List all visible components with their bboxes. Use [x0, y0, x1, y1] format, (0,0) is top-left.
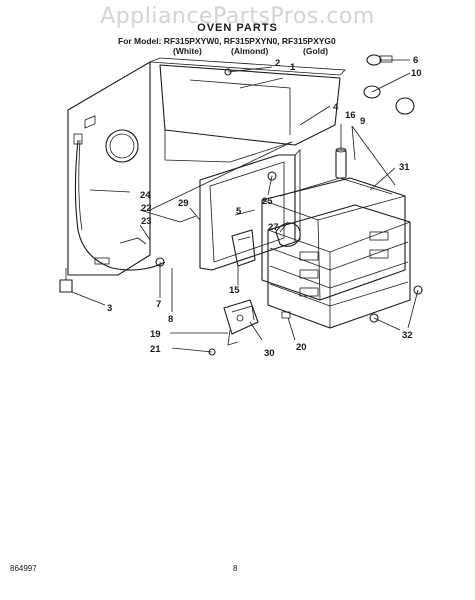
- vent-tube: [335, 147, 347, 179]
- callout-4: 4: [333, 102, 339, 113]
- oven-racks: [267, 204, 411, 329]
- leveling-leg: [59, 268, 73, 293]
- callout-1: 1: [290, 62, 296, 73]
- callout-22: 22: [141, 203, 152, 214]
- document-code: 864997: [10, 564, 37, 573]
- latch-assembly: [223, 299, 259, 346]
- page-title: OVEN PARTS: [197, 22, 278, 34]
- model-color-almond: (Almond): [231, 46, 269, 56]
- callout-7: 7: [156, 299, 161, 310]
- front-frame: [199, 149, 301, 271]
- callout-23: 23: [141, 216, 152, 227]
- model-color-white: (White): [173, 46, 202, 56]
- callout-19: 19: [150, 329, 161, 340]
- model-color-gold: (Gold): [303, 46, 329, 56]
- callout-3: 3: [107, 303, 112, 314]
- callout-21: 21: [150, 344, 161, 355]
- page-number: 8: [233, 564, 238, 573]
- leader-lines: [71, 59, 419, 353]
- callout-25: 25: [262, 196, 273, 207]
- bake-element: [275, 222, 301, 247]
- side-panel: [67, 57, 346, 276]
- callout-24: 24: [140, 190, 151, 201]
- wire-harness: [73, 133, 166, 271]
- callout-15: 15: [229, 285, 240, 296]
- callout-2: 2: [275, 58, 280, 69]
- callout-27: 27: [268, 222, 279, 233]
- callout-32: 32: [402, 330, 413, 341]
- callout-29: 29: [178, 198, 189, 209]
- callout-31: 31: [399, 162, 410, 173]
- top-frame: [159, 64, 341, 163]
- thermostat-knob: [363, 54, 415, 115]
- oven-liner: [261, 177, 406, 301]
- callout-6: 6: [413, 55, 418, 66]
- hinge-bracket: [231, 229, 256, 267]
- callout-numbers: 1 2 3 4 5 6 7 8 9 10 15 16 19 20 21 22 2…: [107, 55, 422, 359]
- callout-8: 8: [168, 314, 173, 325]
- callout-30: 30: [264, 348, 275, 359]
- callout-5: 5: [236, 206, 242, 217]
- model-line: For Model: RF315PXYW0, RF315PXYN0, RF315…: [118, 36, 336, 46]
- callout-10: 10: [411, 68, 422, 79]
- small-hardware: [119, 68, 423, 356]
- callout-16: 16: [345, 110, 356, 121]
- callout-20: 20: [296, 342, 307, 353]
- watermark: AppliancePartsPros.com: [100, 4, 375, 29]
- callout-9: 9: [360, 116, 365, 127]
